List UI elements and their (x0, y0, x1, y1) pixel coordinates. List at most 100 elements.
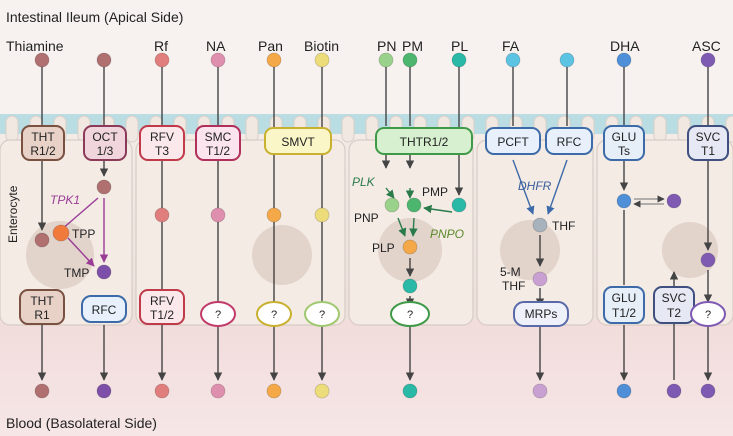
mrps-label: MRPs (525, 307, 558, 321)
label-5mthf-2: THF (502, 279, 525, 293)
pcft-box (485, 127, 541, 155)
dot-mthf (532, 271, 548, 287)
glut12-label-2: T1/2 (612, 306, 636, 320)
rfc-apical-label: RFC (557, 135, 582, 149)
label-dha: DHA (610, 38, 640, 54)
pan-unknown-label: ? (271, 309, 277, 321)
dot-na-apical (210, 52, 226, 68)
rfc-baso-label: RFC (92, 303, 117, 317)
label-asc: ASC (692, 38, 721, 54)
smct12-label-1: SMC (205, 130, 232, 144)
dot-mthf-blood (532, 383, 548, 399)
basolateral-header: Blood (Basolateral Side) (6, 415, 157, 431)
microvillus (245, 115, 259, 143)
dot-thiamine-apical-2 (96, 52, 112, 68)
dot-thiamine-cell-oct (96, 179, 112, 195)
dot-na-blood (210, 383, 226, 399)
dot-pl-apical (451, 52, 467, 68)
glut12-box (603, 286, 645, 324)
dot-pnp (384, 197, 400, 213)
dot-thf (532, 217, 548, 233)
dot-asc-blood-2 (700, 383, 716, 399)
thtr-box (375, 127, 473, 155)
thtr12-label-1: THT (31, 130, 55, 144)
svct1-label-1: SVC (696, 130, 721, 144)
label-plk: PLK (352, 175, 376, 189)
dot-pan-apical (266, 52, 282, 68)
dot-pan-cell (266, 207, 282, 223)
rfc-apical-box (545, 127, 593, 155)
svct2-box (653, 286, 695, 324)
dot-tpp (52, 224, 70, 242)
dot-pl-cell (451, 197, 467, 213)
dot-pan-blood (266, 383, 282, 399)
microvillus (341, 115, 355, 143)
rfvt12-label-1: RFV (150, 294, 174, 308)
dot-asc-apical (700, 52, 716, 68)
dot-rf-cell (154, 207, 170, 223)
dot-thiamine-apical-1 (34, 52, 50, 68)
label-pm: PM (402, 38, 423, 54)
label-thiamine: Thiamine (6, 38, 64, 54)
label-tpp: TPP (72, 227, 95, 241)
dot-asc-cell-1 (666, 193, 682, 209)
label-na: NA (206, 38, 226, 54)
asc-unknown-box (690, 301, 726, 327)
smct12-label-2: T1/2 (206, 144, 230, 158)
label-thf: THF (552, 219, 575, 233)
oct13-label-2: 1/3 (97, 144, 114, 158)
rfvt3-box (139, 125, 185, 161)
dot-pn-apical (378, 52, 394, 68)
thtr12-label-2: R1/2 (30, 144, 56, 158)
dot-dha-apical (616, 52, 632, 68)
thtr12-box (21, 125, 65, 161)
thtr1-box (19, 289, 65, 325)
dot-biotin-apical (314, 52, 330, 68)
label-pan: Pan (258, 38, 283, 54)
dot-b6-blood (402, 383, 418, 399)
dot-fa-apical-2 (559, 52, 575, 68)
biotin-unknown-box (304, 301, 340, 327)
dot-tmp-blood (96, 383, 112, 399)
smvt-label: SMVT (281, 135, 315, 149)
label-pnpo: PNPO (430, 227, 464, 241)
dot-rf-blood (154, 383, 170, 399)
dot-biotin-cell (314, 207, 330, 223)
b6-unknown-label: ? (407, 309, 413, 321)
label-pnp: PNP (354, 211, 379, 225)
rfvt3-label-1: RFV (150, 130, 174, 144)
label-biotin: Biotin (304, 38, 339, 54)
mrps-box (513, 301, 569, 327)
pan-unknown-box (256, 301, 292, 327)
oct13-label-1: OCT (92, 130, 118, 144)
label-5mthf-1: 5-M (500, 265, 521, 279)
dot-rf-apical (154, 52, 170, 68)
dot-asc-blood-1 (666, 383, 682, 399)
microvillus (125, 115, 139, 143)
rfvt12-label-2: T1/2 (150, 308, 174, 322)
svct1-label-2: T1 (701, 144, 715, 158)
label-tmp: TMP (64, 266, 89, 280)
microvillus (5, 115, 19, 143)
label-plp: PLP (372, 241, 395, 255)
na-unknown-label: ? (215, 309, 221, 321)
dot-dha-blood (616, 383, 632, 399)
gluts-box (603, 125, 645, 161)
gluts-label-2: Ts (618, 144, 630, 158)
dot-na-cell (210, 207, 226, 223)
thtr1-label-1: THT (30, 294, 54, 308)
dot-thiamine-cell-tht (34, 232, 50, 248)
label-pn: PN (377, 38, 396, 54)
microvillus (653, 115, 667, 143)
rfc-baso-box (81, 295, 127, 323)
label-rf: Rf (154, 38, 168, 54)
dot-pmp (406, 197, 422, 213)
dot-dha-cell (616, 193, 632, 209)
dot-fa-apical-1 (505, 52, 521, 68)
smvt-box (264, 127, 332, 155)
apical-header: Intestinal Ileum (Apical Side) (6, 9, 183, 25)
svct2-label-1: SVC (662, 291, 687, 305)
dot-tmp (96, 264, 112, 280)
label-pl: PL (451, 38, 468, 54)
